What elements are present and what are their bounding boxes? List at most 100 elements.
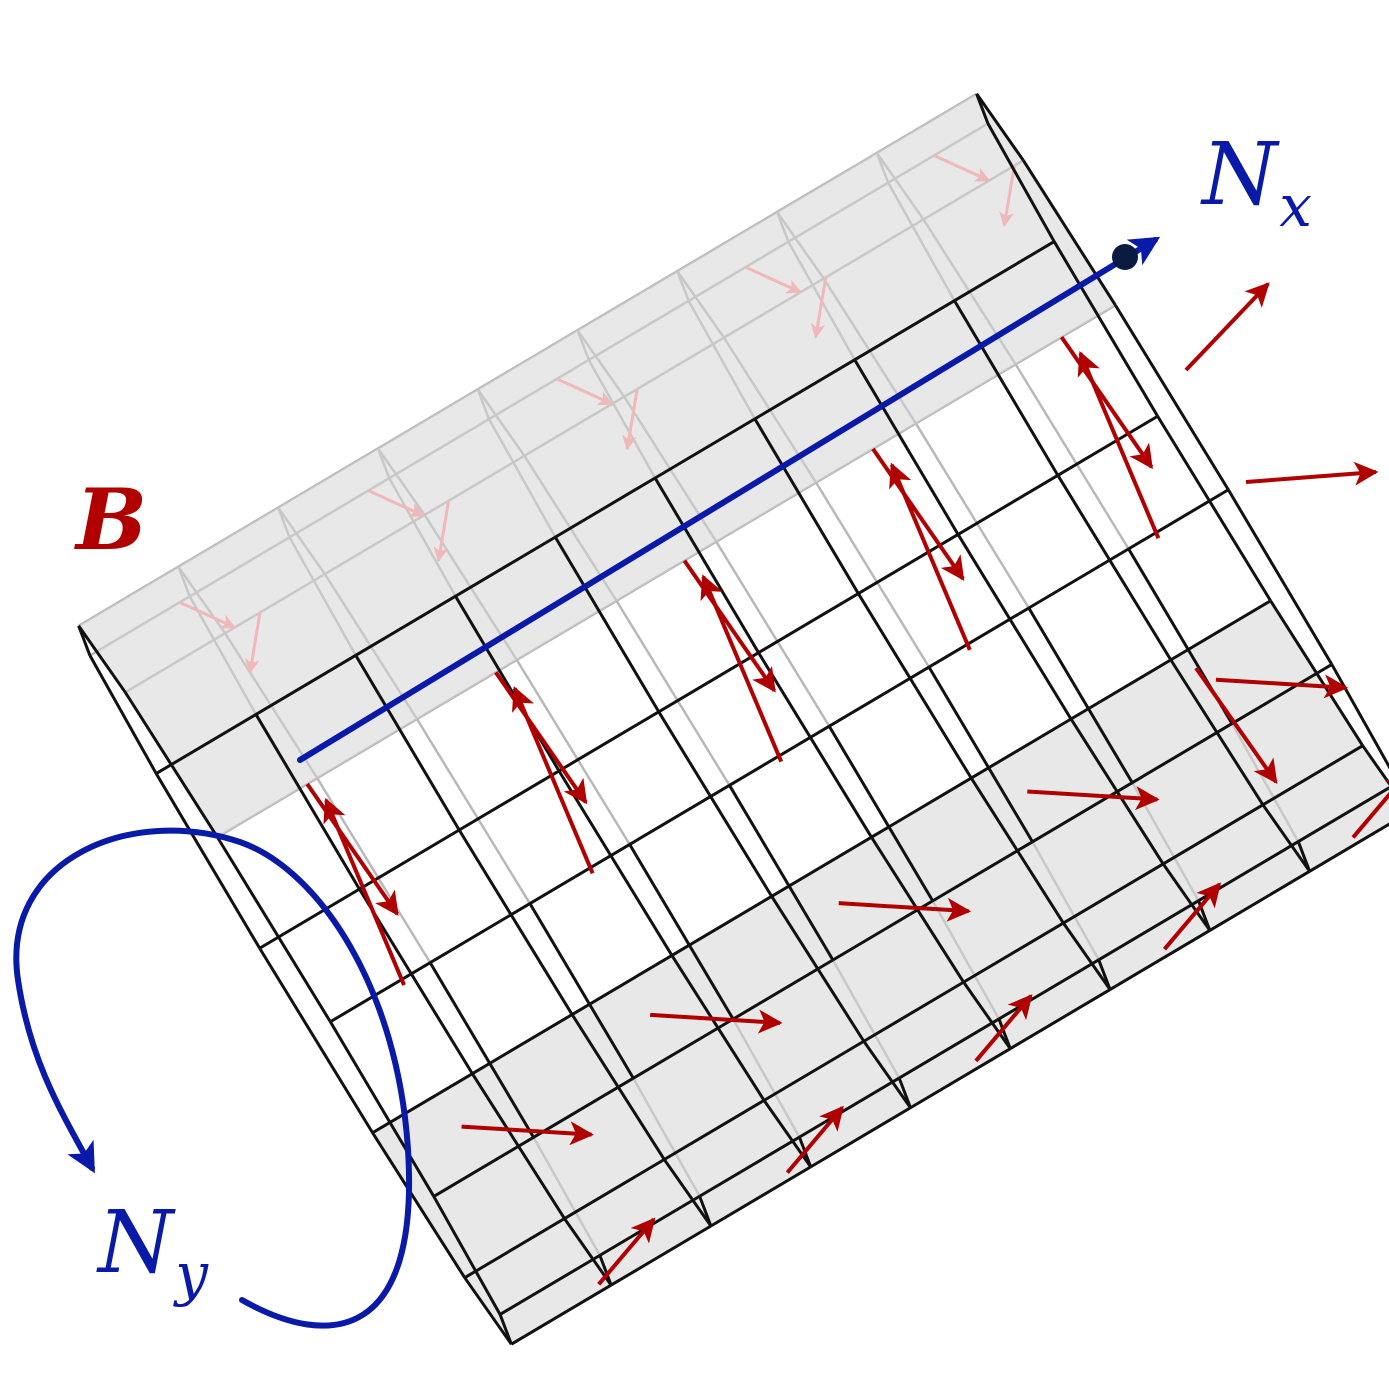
mesh-ring-edge bbox=[1069, 718, 1165, 865]
mesh-edge bbox=[1028, 547, 1130, 610]
mesh-ring-edge bbox=[857, 592, 973, 779]
mesh-ring-edge bbox=[258, 947, 374, 1134]
mesh-edge bbox=[698, 1135, 801, 1198]
mesh-edge bbox=[898, 1017, 1000, 1080]
mesh-edge bbox=[962, 921, 1065, 984]
mesh-ring-edge bbox=[1056, 474, 1173, 661]
mesh-edge bbox=[657, 651, 760, 714]
mesh-ring-edge bbox=[1114, 304, 1230, 491]
nx-axis-endpoint-dot bbox=[1112, 244, 1138, 270]
mesh-ring-edge bbox=[753, 418, 860, 595]
mesh-ring-edge bbox=[927, 666, 1034, 843]
mesh-edge bbox=[757, 592, 860, 654]
mesh-edge bbox=[853, 299, 956, 362]
mesh-ring-edge bbox=[1161, 863, 1212, 932]
mesh-ring-edge bbox=[1027, 607, 1134, 784]
mesh-edge bbox=[1162, 803, 1264, 866]
mesh-edge bbox=[628, 784, 731, 846]
mesh-ring-edge bbox=[457, 829, 574, 1016]
mesh-edge bbox=[732, 958, 834, 1021]
mesh-edge bbox=[558, 710, 660, 773]
axis-label-nx-sub: x bbox=[1279, 172, 1312, 240]
mesh-edge bbox=[632, 1017, 734, 1080]
mesh-edge bbox=[1131, 722, 1233, 784]
mesh-ring-edge bbox=[498, 1313, 513, 1345]
mesh-ring-edge bbox=[615, 600, 731, 786]
axis-label-nx-main: N bbox=[1202, 125, 1278, 225]
mesh-face bbox=[278, 448, 425, 575]
field-arrow bbox=[650, 1009, 783, 1034]
mesh-edge bbox=[1097, 899, 1200, 962]
axis-label-ny: Ny bbox=[98, 1200, 208, 1303]
field-arrow bbox=[1162, 882, 1222, 951]
field-arrow bbox=[974, 994, 1033, 1063]
mesh-edge bbox=[809, 1106, 912, 1169]
field-arrow-faint bbox=[621, 388, 639, 451]
nx-axis-arrow bbox=[297, 236, 1161, 763]
ny-rotation-arrow bbox=[13, 827, 413, 1329]
field-arrow-faint bbox=[810, 277, 828, 339]
mesh-ring-edge bbox=[415, 718, 531, 905]
mesh-edge bbox=[931, 840, 1034, 903]
mesh-ring-edge bbox=[827, 725, 934, 902]
field-arrow bbox=[1351, 770, 1389, 839]
mesh-ring-edge bbox=[1269, 599, 1364, 747]
mesh-ring-edge bbox=[914, 422, 1030, 609]
mesh-ring-edge bbox=[1261, 803, 1311, 873]
mesh-ring-edge bbox=[953, 299, 1060, 477]
mesh-ring-edge bbox=[815, 481, 931, 668]
mesh-edge bbox=[458, 769, 560, 832]
field-arrow bbox=[785, 1105, 844, 1174]
mesh-ring-edge bbox=[463, 1276, 513, 1346]
mesh-ring-edge bbox=[77, 624, 127, 694]
mesh-edge bbox=[953, 240, 1055, 302]
mesh-ring-edge bbox=[628, 843, 735, 1020]
mesh-ring-edge bbox=[670, 954, 766, 1102]
mesh-ring-edge bbox=[715, 541, 831, 727]
field-arrow-faint bbox=[999, 165, 1016, 228]
mesh-edge bbox=[663, 1099, 765, 1161]
mesh-ring-edge bbox=[354, 654, 461, 831]
mesh-ring-edge bbox=[1296, 841, 1311, 872]
field-arrow bbox=[682, 559, 777, 693]
mesh-ring-edge bbox=[1022, 159, 1117, 307]
mesh-face bbox=[777, 152, 924, 279]
mesh-edge bbox=[1297, 786, 1389, 843]
mesh-edge bbox=[1062, 862, 1164, 925]
field-arrow-faint bbox=[244, 612, 262, 674]
mesh-edge bbox=[358, 828, 460, 891]
mesh-edge bbox=[1109, 929, 1211, 991]
mesh-ring-edge bbox=[663, 1158, 713, 1227]
mesh-ring-edge bbox=[598, 1254, 613, 1286]
mesh-edge bbox=[499, 1254, 601, 1316]
mesh-face bbox=[577, 271, 724, 397]
hidden-field-arrows bbox=[179, 154, 1016, 674]
mesh-edge bbox=[155, 713, 257, 775]
mesh-edge bbox=[433, 1136, 535, 1198]
mesh-ring-edge bbox=[154, 772, 261, 949]
mesh-ring-edge bbox=[962, 981, 1012, 1050]
cylinder-mesh bbox=[77, 92, 1389, 1346]
mesh-edge bbox=[754, 358, 856, 421]
mesh-ring-edge bbox=[1156, 415, 1272, 602]
mesh-ring-edge bbox=[975, 92, 1025, 162]
mesh-edge bbox=[1009, 988, 1111, 1050]
mesh-ring-edge bbox=[254, 713, 361, 890]
mesh-face bbox=[677, 212, 824, 338]
field-arrow bbox=[494, 671, 588, 805]
mesh-edge bbox=[454, 535, 557, 598]
mesh-ring-edge bbox=[757, 651, 873, 838]
mesh-ring-edge bbox=[1227, 489, 1334, 666]
mesh-ring-edge bbox=[371, 1131, 466, 1279]
mesh-edge bbox=[329, 961, 431, 1024]
mesh-ring-edge bbox=[528, 902, 635, 1079]
mesh-face bbox=[178, 507, 325, 634]
mesh-edge bbox=[429, 902, 531, 964]
mesh-ring-edge bbox=[570, 1013, 666, 1161]
axis-label-nx: Nx bbox=[1202, 132, 1312, 235]
field-arrow-faint bbox=[933, 154, 991, 182]
mesh-ring-edge bbox=[563, 1217, 613, 1286]
field-arrow bbox=[1184, 282, 1270, 372]
mesh-edge bbox=[576, 270, 678, 332]
mesh-ring-edge bbox=[316, 777, 432, 964]
